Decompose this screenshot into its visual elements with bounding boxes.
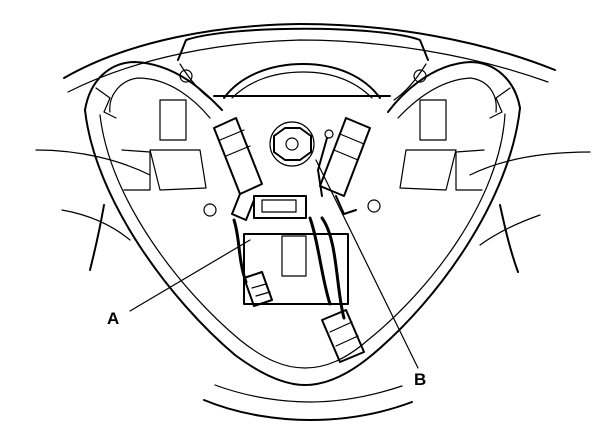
leader-lines [129,159,419,369]
harness-plug-large [321,309,365,363]
steering-wheel-rim [35,23,591,421]
callout-label-b: B [414,370,426,389]
callout-label-a: A [107,309,119,328]
airbag-mount-plate [121,27,485,217]
leader-line-b [315,159,419,369]
leader-line-a [129,239,251,312]
airbag-cavity-frame [84,61,521,386]
clock-spring-harness [232,195,349,320]
left-inflator-connector [213,117,263,221]
harness-plug-a [243,271,273,307]
mounting-nut [269,121,315,167]
right-inflator-connector [319,117,371,215]
